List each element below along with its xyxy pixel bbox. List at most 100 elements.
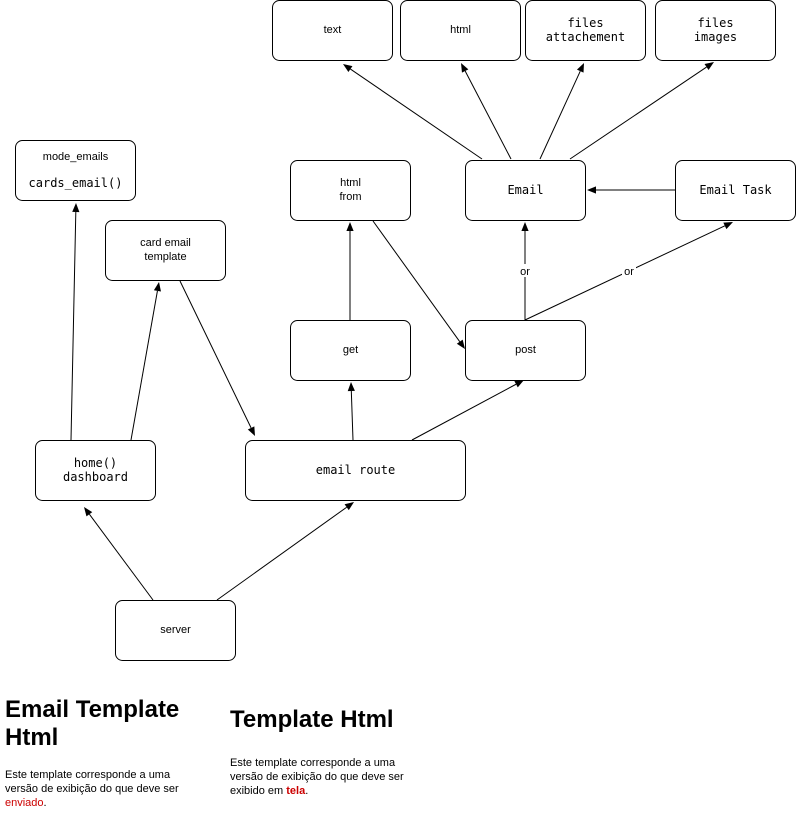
edge-email-to-html	[461, 63, 512, 160]
note-email-template-title: Email Template Html	[5, 696, 180, 751]
node-text[interactable]: text	[272, 0, 393, 61]
arrowhead	[723, 222, 733, 230]
edge-line	[216, 506, 347, 601]
note-template-html-text: Este template corresponde a uma versão d…	[230, 756, 408, 798]
node-label: text	[324, 24, 342, 36]
node-box[interactable]	[245, 440, 466, 501]
node-label: cards_email()	[29, 176, 123, 190]
arrowhead	[587, 186, 596, 194]
node-label: dashboard	[63, 470, 128, 484]
edge-line	[88, 513, 154, 601]
node-post[interactable]: post	[465, 320, 586, 381]
arrowhead	[521, 222, 529, 231]
node-label: email route	[316, 463, 395, 477]
edge-card-email-template-to-email-route	[179, 280, 255, 436]
node-get[interactable]: get	[290, 320, 411, 381]
edge-server-to-email-route	[216, 502, 354, 601]
edge-label: or	[624, 266, 634, 278]
arrowhead	[576, 63, 584, 73]
node-box[interactable]	[105, 220, 226, 281]
edge-home-dashboard-to-mode-emails	[70, 203, 80, 441]
arrowhead	[84, 507, 93, 517]
edge-line	[70, 211, 77, 441]
edge-line	[130, 290, 158, 441]
node-email-task[interactable]: Email Task	[675, 160, 796, 221]
edge-line	[179, 280, 252, 429]
arrowhead	[344, 502, 354, 511]
node-label: card email	[140, 237, 191, 249]
edge-line	[464, 70, 512, 160]
note-email-template: Email Template Html Este template corres…	[5, 696, 205, 810]
edges-layer: or or	[70, 62, 733, 601]
node-label: images	[694, 30, 737, 44]
edge-line	[350, 68, 483, 160]
edge-email-route-to-post	[411, 380, 524, 441]
edge-label-background	[622, 264, 636, 277]
arrowhead	[346, 222, 354, 231]
node-html[interactable]: html	[400, 0, 521, 61]
node-server[interactable]: server	[115, 600, 236, 661]
note-template-html-text-before: Este template corresponde a uma versão d…	[230, 757, 404, 797]
node-label: get	[343, 344, 358, 356]
node-box[interactable]	[525, 0, 646, 61]
node-box[interactable]	[272, 0, 393, 61]
node-box[interactable]	[655, 0, 776, 61]
arrowhead	[456, 339, 465, 349]
node-box[interactable]	[290, 160, 411, 221]
edge-post-to-email-task: or	[524, 222, 733, 321]
node-label: html	[450, 24, 471, 36]
node-home-dashboard[interactable]: home()dashboard	[35, 440, 156, 501]
edge-line	[539, 70, 581, 160]
note-email-template-highlight: enviado	[5, 797, 44, 809]
edge-server-to-home-dashboard	[84, 507, 154, 601]
node-label: post	[515, 344, 536, 356]
node-label: html	[340, 177, 361, 189]
arrowhead	[461, 63, 469, 73]
node-box[interactable]	[400, 0, 521, 61]
node-box[interactable]	[290, 320, 411, 381]
node-box[interactable]	[35, 440, 156, 501]
edge-email-route-to-get	[347, 382, 355, 441]
note-email-template-text-before: Este template corresponde a uma versão d…	[5, 769, 179, 795]
note-email-template-text-after: .	[43, 797, 47, 809]
node-label: files	[697, 16, 733, 30]
node-box[interactable]	[465, 320, 586, 381]
edge-home-dashboard-to-card-email-template	[130, 282, 161, 441]
node-email[interactable]: Email	[465, 160, 586, 221]
node-label: server	[160, 624, 191, 636]
node-label: attachement	[546, 30, 625, 44]
edge-email-to-text	[343, 64, 483, 160]
node-box[interactable]	[15, 140, 136, 201]
note-template-html-highlight: tela	[286, 785, 306, 797]
arrowhead	[343, 64, 353, 73]
edge-line	[372, 220, 461, 342]
node-label: Email	[507, 183, 543, 197]
edge-line	[569, 66, 707, 160]
node-label: Email Task	[699, 183, 772, 197]
node-label: files	[567, 16, 603, 30]
arrowhead	[247, 426, 255, 436]
node-mode-emails[interactable]: mode_emails cards_email()	[15, 140, 136, 201]
node-label: home()	[74, 456, 117, 470]
edge-line	[411, 383, 517, 441]
edge-label: or	[520, 266, 530, 278]
edge-get-to-html-from	[346, 222, 354, 320]
note-template-html-title: Template Html	[230, 706, 394, 733]
arrowhead	[347, 382, 355, 392]
edge-label-background	[518, 264, 532, 277]
note-template-html: Template Html Este template corresponde …	[230, 706, 430, 798]
node-email-route[interactable]: email route	[245, 440, 466, 501]
node-box[interactable]	[115, 600, 236, 661]
edge-email-task-to-email	[587, 186, 675, 194]
arrowhead	[514, 380, 524, 388]
node-label: mode_emails	[43, 151, 109, 163]
edge-line	[350, 390, 354, 441]
node-box[interactable]	[465, 160, 586, 221]
note-template-html-text-after: .	[305, 785, 309, 797]
